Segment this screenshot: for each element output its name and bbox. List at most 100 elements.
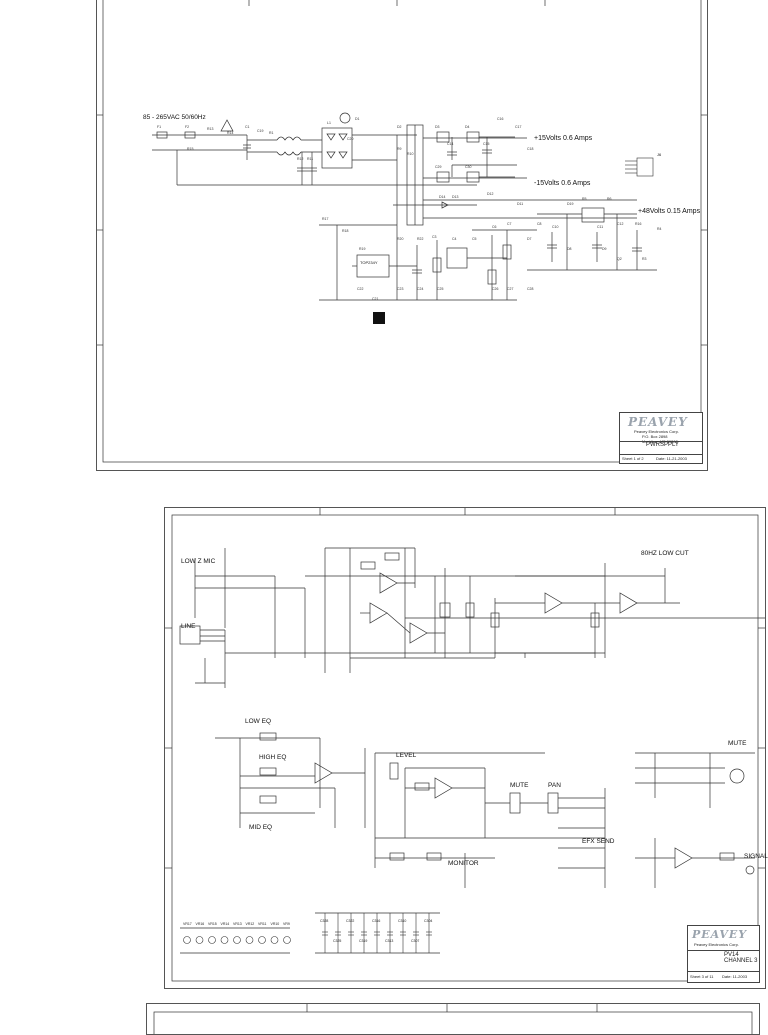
part-ref: F2 xyxy=(185,125,189,129)
part-ref: F1 xyxy=(157,125,161,129)
peavey-logo: PEAVEY xyxy=(628,415,688,429)
company-name-2: Peavey Electronics Corp. xyxy=(694,942,739,947)
part-ref: D14 xyxy=(439,195,445,199)
part-ref: R17 xyxy=(322,217,328,221)
part-ref: D7 xyxy=(527,237,532,241)
part-ref: C10 xyxy=(552,225,558,229)
pot-vr16 xyxy=(195,936,204,944)
cap-label: C307 xyxy=(411,939,419,943)
part-ref: R11 xyxy=(307,157,313,161)
part-ref: R3 xyxy=(642,257,647,261)
pot-vr13 xyxy=(233,936,241,944)
pot-vr15 xyxy=(208,936,216,944)
part-ref: R4 xyxy=(657,227,662,231)
cap-label: C319 xyxy=(359,939,367,943)
part-ref: C21 xyxy=(372,297,378,301)
low-eq-label: LOW EQ xyxy=(245,718,272,725)
pot-label: VR16 xyxy=(196,922,205,926)
sheet-number-2: Sheet 3 of 11 xyxy=(690,974,714,979)
part-ref: L1 xyxy=(327,121,331,125)
part-ref: C15 xyxy=(483,142,489,146)
part-ref: R1 xyxy=(269,131,274,135)
pot-label: VR12 xyxy=(246,922,255,926)
cap-label: C322 xyxy=(346,919,354,923)
part-ref: D9 xyxy=(602,247,607,251)
ac-input-label: 85 - 265VAC 50/60Hz xyxy=(143,114,206,121)
part-ref: C27 xyxy=(507,287,513,291)
part-ref: C17 xyxy=(515,125,521,129)
part-ref: C14 xyxy=(447,142,453,146)
low-cut-label: 80HZ LOW CUT xyxy=(641,550,689,557)
pan-label: PAN xyxy=(548,782,561,789)
pot-label: VR9 xyxy=(283,922,290,926)
pot-label: VR14 xyxy=(221,922,230,926)
cap-label: C310 xyxy=(398,919,406,923)
connector-label: J6 xyxy=(657,152,662,157)
part-ref: C1 xyxy=(245,125,250,129)
pot-vr11 xyxy=(258,936,266,944)
part-ref: C8 xyxy=(537,222,542,226)
part-ref: R16 xyxy=(635,222,641,226)
pot-vr10 xyxy=(270,936,279,944)
part-ref: C23 xyxy=(397,287,403,291)
part-ref: C16 xyxy=(497,117,503,121)
line-input-label: LINE xyxy=(181,623,196,630)
power-supply-schematic: F1F2C1R1L1D1D2D3D4C29C30C14C15C16C17C18D… xyxy=(97,0,707,463)
part-ref: R5 xyxy=(582,197,587,201)
rail-minus-15v-label: -15Volts 0.6 Amps xyxy=(534,180,591,187)
pot-label: VR15 xyxy=(208,922,217,926)
part-ref: D11 xyxy=(517,202,523,206)
pot-label: VR17 xyxy=(183,922,192,926)
part-ref: C3 xyxy=(432,235,437,239)
part-ref: C25 xyxy=(437,287,443,291)
mid-eq-label: MID EQ xyxy=(249,824,273,831)
channel-title-block: PEAVEY Peavey Electronics Corp. PV14 CHA… xyxy=(687,925,760,983)
part-ref: C22 xyxy=(357,287,363,291)
sheet-number: Sheet 1 of 2 xyxy=(622,456,644,461)
rail-plus-48v-label: +48Volts 0.15 Amps xyxy=(638,208,701,215)
efx-send-label: EFX SEND xyxy=(582,838,615,845)
drawing-date-2: Date: 11-2003 xyxy=(722,974,748,979)
drawing-title: PWRSPPLY xyxy=(646,442,679,448)
next-sheet-partial xyxy=(146,1003,760,1035)
part-ref: C19 xyxy=(257,129,263,133)
high-eq-label: HIGH EQ xyxy=(259,754,287,761)
rail-plus-15v-label: +15Volts 0.6 Amps xyxy=(534,135,593,142)
part-ref: D2 xyxy=(397,125,402,129)
pot-vr14 xyxy=(220,936,229,944)
pot-label: VR11 xyxy=(258,922,267,926)
signal-label: SIGNAL xyxy=(744,853,768,860)
monitor-label: MONITOR xyxy=(448,860,479,867)
pot-vr9 xyxy=(283,936,291,944)
part-ref: D8 xyxy=(567,247,572,251)
part-ref: R18 xyxy=(342,229,348,233)
part-ref: C24 xyxy=(417,287,423,291)
part-ref: D19 xyxy=(567,202,573,206)
cap-label: C304 xyxy=(424,919,432,923)
part-ref: C28 xyxy=(527,287,533,291)
part-ref: C11 xyxy=(597,225,603,229)
part-ref: C4 xyxy=(452,237,457,241)
part-ref: D3 xyxy=(435,125,440,129)
part-ref: R19 xyxy=(359,247,365,251)
part-ref: C30 xyxy=(465,165,471,169)
part-ref: R9 xyxy=(397,147,402,151)
part-ref: R6 xyxy=(607,197,612,201)
part-ref: C5 xyxy=(472,237,477,241)
mute-label: MUTE xyxy=(510,782,529,789)
part-ref: R20 xyxy=(397,237,403,241)
pot-label: VR10 xyxy=(271,922,280,926)
cap-label: C328 xyxy=(320,919,328,923)
drawing-title-2: PV14 CHANNEL 3 xyxy=(724,952,758,964)
pot-vr17 xyxy=(183,936,191,944)
company-name: Peavey Electronics Corp. xyxy=(634,429,679,434)
ic-label: TOP234Y xyxy=(360,260,378,265)
title-block: PEAVEY Peavey Electronics Corp. P.O. Box… xyxy=(619,412,703,464)
part-ref: Q2 xyxy=(617,257,622,261)
part-ref: R15 xyxy=(187,147,193,151)
part-ref: R13 xyxy=(207,127,213,131)
pot-label: VR13 xyxy=(233,922,242,926)
